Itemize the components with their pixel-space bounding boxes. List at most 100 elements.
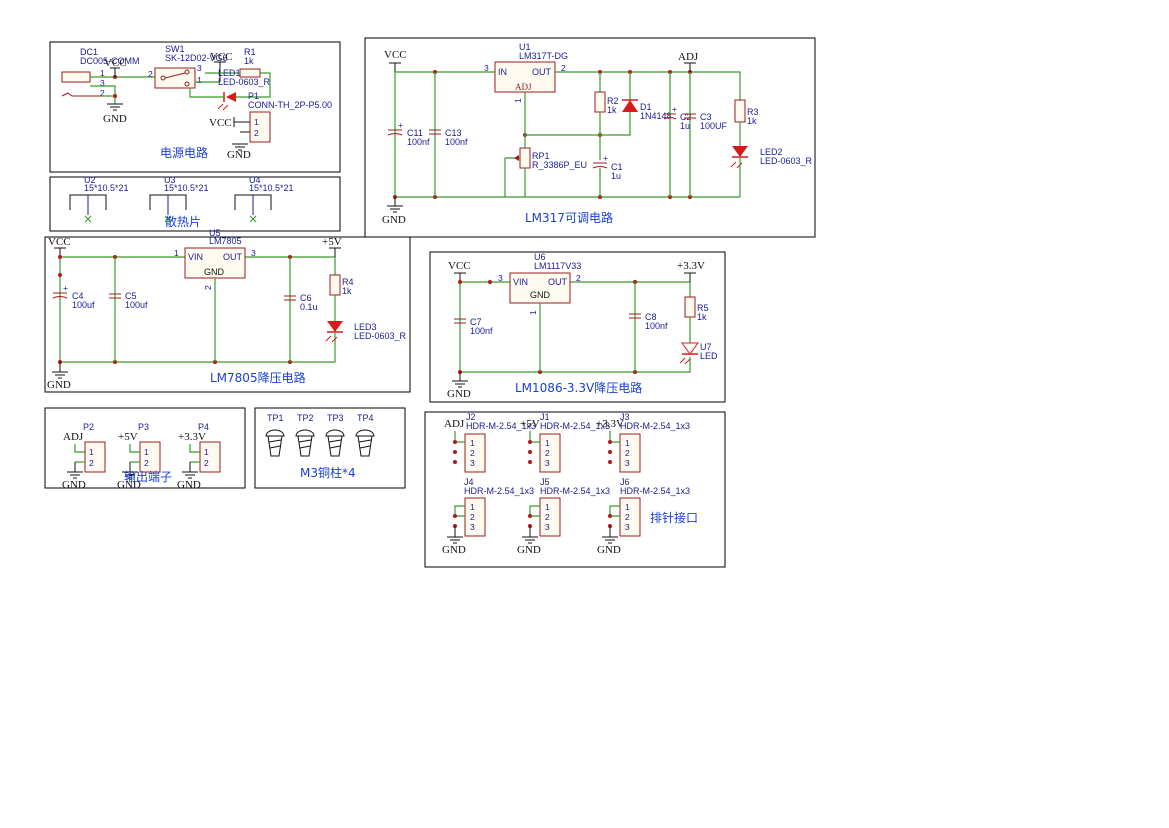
c6-capacitor[interactable] [284,295,296,301]
r1-resistor[interactable] [239,68,261,78]
u5-lm7805-regulator[interactable] [184,247,246,279]
u6-value: LM1117V33 [534,261,581,271]
pin-num: 3 [625,522,630,532]
c8-capacitor[interactable] [629,313,641,319]
pin-num: 1 [89,447,94,457]
dc-jack-contact [61,92,102,97]
p1-connector[interactable] [249,111,271,143]
output-p2[interactable]: P2 ADJ 1 2 GND [62,422,106,491]
header-j1[interactable]: J1 HDR-M-2.54_1x3 +5V 1 2 3 [520,412,610,473]
led3-ref: LED3 [354,322,377,332]
svg-text:+: + [63,283,68,293]
gnd-symbol [107,103,123,111]
headers-block: J2 HDR-M-2.54_1x3 ADJ 1 2 3 J1 HDR-M-2.5… [424,411,726,568]
pin-num: 2 [625,448,630,458]
pin-num: 1 [528,310,538,315]
pin-num: 1 [470,502,475,512]
c2-capacitor[interactable]: + [663,104,677,120]
c3-value: 100UF [700,121,728,131]
output-ref: P3 [138,422,149,432]
c5-capacitor[interactable] [109,293,121,299]
standoff-tp4[interactable]: TP4 [355,413,375,457]
p1-gnd-label: GND [227,149,251,161]
pin-num: 1 [625,502,630,512]
lm1086-3v3-label: +3.3V [677,260,705,272]
output-net: +5V [118,431,138,443]
svg-text:+: + [672,104,677,114]
pin-num: 2 [254,128,259,138]
u6-ref: U6 [534,252,546,262]
r4-resistor[interactable] [329,274,341,296]
c7-capacitor[interactable] [454,318,466,324]
r5-resistor[interactable] [684,296,696,318]
dc-jack-body[interactable] [61,71,91,83]
u7-led[interactable] [681,342,699,355]
c1-value: 1u [611,171,621,181]
header-j4[interactable]: J4 HDR-M-2.54_1x3 1 2 3 GND [442,477,534,556]
header-j5[interactable]: J5 HDR-M-2.54_1x3 1 2 3 GND [517,477,610,556]
u1-ref: U1 [519,42,531,52]
sw1-value: SK-12D02-VG6 [165,53,228,63]
pin-num: 1 [545,502,550,512]
output-p4[interactable]: P4 +3.3V 1 2 GND [177,422,221,491]
header-gnd: GND [597,544,621,556]
header-ref: J5 [540,477,550,487]
pin-num: 1 [144,447,149,457]
standoff-ref: TP4 [357,413,374,423]
c8-ref: C8 [645,312,657,322]
pin-num: 2 [576,273,581,283]
led2-diode[interactable] [732,146,748,157]
heatsink-u3[interactable]: U3 15*10.5*21 [149,175,209,223]
lm317-block-border [364,37,816,238]
output-block-title: 输出端子 [124,469,172,484]
standoffs-block-title: M3铜柱*4 [300,465,356,480]
power-block: DC1 DC005-COMM 1 3 2 VCC GND SW1 SK-12D0… [49,41,341,173]
standoff-tp1[interactable]: TP1 [265,413,285,457]
pin-num: 1 [204,447,209,457]
c4-capacitor[interactable]: + [52,283,68,299]
heatsink-u4[interactable]: U4 15*10.5*21 [234,175,294,223]
header-ref: J4 [464,477,474,487]
pin-num: 2 [561,63,566,73]
pin-num: 3 [197,63,202,73]
led2-value: LED-0603_R [760,156,813,166]
heatsink-u2[interactable]: U2 15*10.5*21 [69,175,129,223]
r2-resistor[interactable] [594,91,606,113]
c11-capacitor[interactable]: + [387,120,403,136]
r4-value: 1k [342,286,352,296]
c13-capacitor[interactable] [429,129,441,135]
header-j2[interactable]: J2 HDR-M-2.54_1x3 ADJ 1 2 3 [444,412,536,473]
standoff-ref: TP3 [327,413,344,423]
output-net: +3.3V [178,431,206,443]
output-p3[interactable]: P3 +5V 1 2 GND [117,422,161,491]
lm7805-gnd-label: GND [47,379,71,391]
header-j3[interactable]: J3 HDR-M-2.54_1x3 +3.3V 1 2 3 [596,412,690,473]
c1-capacitor[interactable]: + [592,153,608,169]
lm317-block-title: LM317可调电路 [525,210,613,225]
header-ref: J2 [466,412,476,422]
lm1086-block-border [429,251,726,403]
standoff-tp3[interactable]: TP3 [325,413,345,457]
led1-diode[interactable] [226,92,236,102]
d1-diode[interactable] [622,100,638,112]
heatsink-value: 15*10.5*21 [164,183,209,193]
pin-num: 3 [484,63,489,73]
led1-ref: LED1 [218,68,241,78]
rp1-potentiometer[interactable] [519,147,531,169]
standoff-tp2[interactable]: TP2 [295,413,315,457]
u6-out-label: OUT [548,277,568,287]
r1-ref: R1 [244,47,256,57]
headers-block-title: 排针接口 [650,510,698,525]
c13-ref: C13 [445,128,462,138]
gnd-symbol [452,380,468,388]
led3-diode[interactable] [327,321,343,332]
output-net: ADJ [63,431,84,443]
c3-capacitor[interactable] [684,113,696,119]
header-j6[interactable]: J6 HDR-M-2.54_1x3 1 2 3 GND [597,477,690,556]
c1-ref: C1 [611,162,623,172]
heatsink-value: 15*10.5*21 [84,183,129,193]
lm7805-5v-label: +5V [322,236,342,248]
c13-value: 100nf [445,137,468,147]
p1-vcc-label: VCC [209,117,232,129]
r3-resistor[interactable] [734,99,746,123]
